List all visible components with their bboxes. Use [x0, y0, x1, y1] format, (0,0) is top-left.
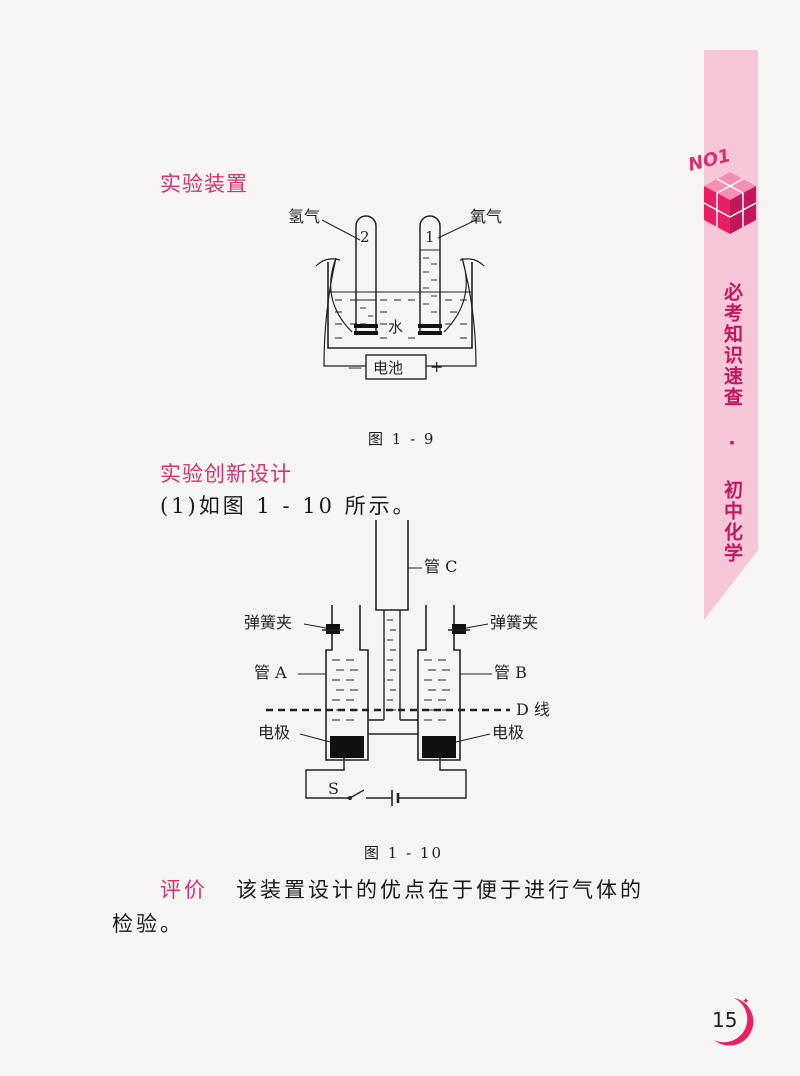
section-heading-apparatus: 实验装置	[160, 172, 248, 196]
label-tube-c: 管 C	[424, 557, 457, 576]
sign-minus: —	[348, 360, 362, 376]
label-tube-b: 管 B	[494, 663, 527, 682]
label-battery: 电池	[373, 359, 403, 377]
tube-number-2: 2	[360, 228, 370, 246]
page-number: 15	[712, 1008, 738, 1032]
caption-figure-1-10: 图 1 - 10	[364, 844, 444, 862]
label-spring-clip-right: 弹簧夹	[490, 613, 538, 632]
figure-innovation-apparatus: 管 C 弹簧夹 弹簧夹 管 A 管 B D 线 电极 电极 S	[244, 520, 550, 806]
section-heading-innovation: 实验创新设计	[160, 462, 292, 486]
label-d-line: D 线	[516, 700, 550, 719]
electrode-right	[422, 736, 456, 758]
label-water: 水	[388, 318, 403, 336]
label-electrode-left: 电极	[258, 723, 290, 742]
tube-number-1: 1	[425, 228, 435, 246]
evaluation-line2: 检验。	[112, 912, 184, 936]
electrode-left	[330, 736, 364, 758]
intro-text: (1)如图 1 - 10 所示。	[160, 494, 417, 518]
side-tab-label: 必考知识速查 · 初中化学	[721, 282, 743, 564]
evaluation-label: 评价	[160, 878, 208, 902]
label-oxygen: 氧气	[470, 207, 502, 226]
label-hydrogen: 氢气	[288, 207, 320, 226]
figure-electrolysis-apparatus: 氢气 氧气 2 1 水 电池 — +	[288, 207, 502, 380]
caption-figure-1-9: 图 1 - 9	[368, 430, 436, 448]
side-tab	[704, 50, 758, 620]
evaluation-line1: 评价 该装置设计的优点在于便于进行气体的	[160, 874, 644, 904]
label-switch-s: S	[328, 779, 339, 798]
battery-box	[365, 354, 427, 380]
sign-plus: +	[430, 357, 443, 376]
evaluation-text: 该装置设计的优点在于便于进行气体的	[236, 878, 644, 902]
svg-text:✦: ✦	[742, 997, 750, 1007]
label-electrode-right: 电极	[492, 723, 524, 742]
label-tube-a: 管 A	[254, 663, 287, 682]
label-spring-clip-left: 弹簧夹	[244, 613, 292, 632]
page-number-moon-icon: ✦	[714, 997, 754, 1046]
